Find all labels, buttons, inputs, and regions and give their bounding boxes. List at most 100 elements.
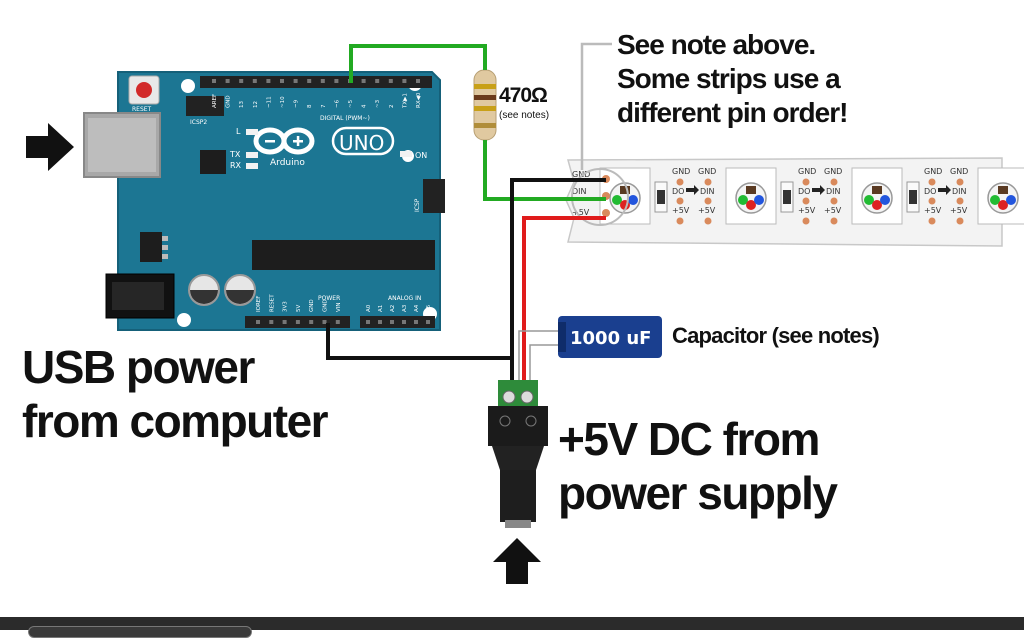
strip-pin-gnd: GND: [572, 170, 590, 179]
segment-5v-label: +5V: [798, 206, 816, 215]
analog-pin-label: A5: [426, 304, 432, 312]
segment-pad: [704, 178, 712, 186]
digital-pin-hole: [375, 79, 380, 83]
capacitor-label: Capacitor (see notes): [672, 323, 880, 348]
usb-power-line-1: USB power: [22, 341, 255, 393]
digital-pin-label: 7: [321, 104, 327, 108]
segment-5v-label: +5V: [950, 206, 968, 215]
led-l: [246, 129, 258, 135]
signal-wire: [349, 44, 487, 83]
digital-header: [200, 76, 432, 88]
analog-pin-hole: [426, 320, 430, 324]
segment-pad: [928, 178, 936, 186]
strip-component-body: [657, 190, 665, 204]
digital-pin-hole: [416, 79, 420, 83]
led-rx: [246, 163, 258, 169]
digital-pin-hole: [280, 79, 284, 83]
pin-order-note-line-1: See note above.: [617, 29, 816, 60]
digital-header-label: DIGITAL (PWM~): [320, 115, 370, 122]
reset-label: RESET: [132, 106, 152, 113]
analog-header-label: ANALOG IN: [388, 295, 421, 302]
analog-pin-label: A4: [414, 304, 420, 312]
data-direction-arrow-icon: [686, 185, 699, 195]
digital-pin-label: RX◀0: [416, 92, 422, 108]
segment-pad: [928, 197, 936, 205]
digital-pin-label: 12: [253, 101, 259, 108]
power-pin-hole: [295, 320, 300, 324]
segment-pad: [802, 197, 810, 205]
icsp2-label: ICSP2: [190, 119, 207, 126]
dc-power-line-2: power supply: [558, 467, 838, 519]
led-chip: [861, 182, 893, 214]
digital-pin-label: 4: [362, 104, 368, 108]
segment-pad: [704, 197, 712, 205]
digital-pin-hole: [334, 79, 339, 83]
segment-5v-label: +5V: [824, 206, 842, 215]
segment-gnd-label: GND: [798, 167, 816, 176]
power-pin-label: VIN: [336, 303, 342, 313]
segment-gnd-label: GND: [698, 167, 716, 176]
led-green: [864, 195, 874, 205]
led-on-label: ON: [415, 151, 427, 160]
digital-pin-label: 8: [307, 104, 313, 108]
strip-pin-din: DIN: [572, 187, 587, 196]
segment-din-label: DIN: [700, 187, 715, 196]
segment-din-label: DIN: [826, 187, 841, 196]
digital-pin-label: ~5: [348, 99, 354, 108]
digital-pin-hole: [388, 79, 393, 83]
power-wire: [522, 216, 606, 385]
usb-power-line-2: from computer: [22, 395, 329, 447]
digital-pin-hole: [212, 79, 216, 83]
led-l-label: L: [236, 127, 241, 136]
segment-pad: [676, 178, 684, 186]
digital-pin-label: 2: [389, 105, 395, 109]
led-segment: [977, 167, 1024, 225]
led-on: [400, 151, 412, 157]
resistor-value: 470Ω: [499, 84, 548, 107]
led-green: [612, 195, 622, 205]
pin-order-note-line-2: Some strips use a: [617, 63, 841, 94]
segment-5v-label: +5V: [672, 206, 690, 215]
segment-gnd-label: GND: [672, 167, 690, 176]
segment-pad: [928, 217, 936, 225]
power-pin-hole: [309, 320, 314, 324]
pin-order-note-line-3: different pin order!: [617, 97, 848, 128]
power-pin-hole: [335, 320, 340, 324]
segment-pad: [802, 217, 810, 225]
power-arrow-icon: [493, 538, 541, 584]
led-rx-label: RX: [230, 161, 242, 170]
segment-gnd-label: GND: [924, 167, 942, 176]
capacitor-lead-1: [518, 330, 560, 380]
led-tx-label: TX: [229, 150, 241, 159]
digital-pin-hole: [293, 79, 298, 83]
icsp-header: [423, 179, 445, 213]
analog-pin-label: A2: [390, 305, 396, 312]
analog-pin-hole: [414, 320, 418, 324]
taskbar-search[interactable]: [28, 626, 252, 638]
led-blue: [754, 195, 764, 205]
power-pin-label: RESET: [269, 294, 275, 312]
digital-pin-hole: [239, 79, 244, 83]
analog-pin-hole: [390, 320, 394, 324]
arduino-logo: [253, 127, 315, 155]
power-pin-hole: [322, 320, 327, 324]
terminal-screw-1: [502, 390, 516, 404]
led-die: [998, 186, 1008, 194]
led-die: [872, 186, 882, 194]
analog-header: [360, 316, 435, 328]
led-red: [872, 200, 882, 210]
resistor-note: (see notes): [499, 110, 550, 121]
analog-pin-hole: [378, 320, 382, 324]
digital-pin-hole: [225, 79, 230, 83]
led-red: [998, 200, 1008, 210]
digital-pin-label: GND: [226, 95, 232, 108]
strip-component-body: [783, 190, 791, 204]
led-die: [746, 186, 756, 194]
resistor: [473, 69, 497, 141]
digital-pin-hole: [320, 79, 325, 83]
